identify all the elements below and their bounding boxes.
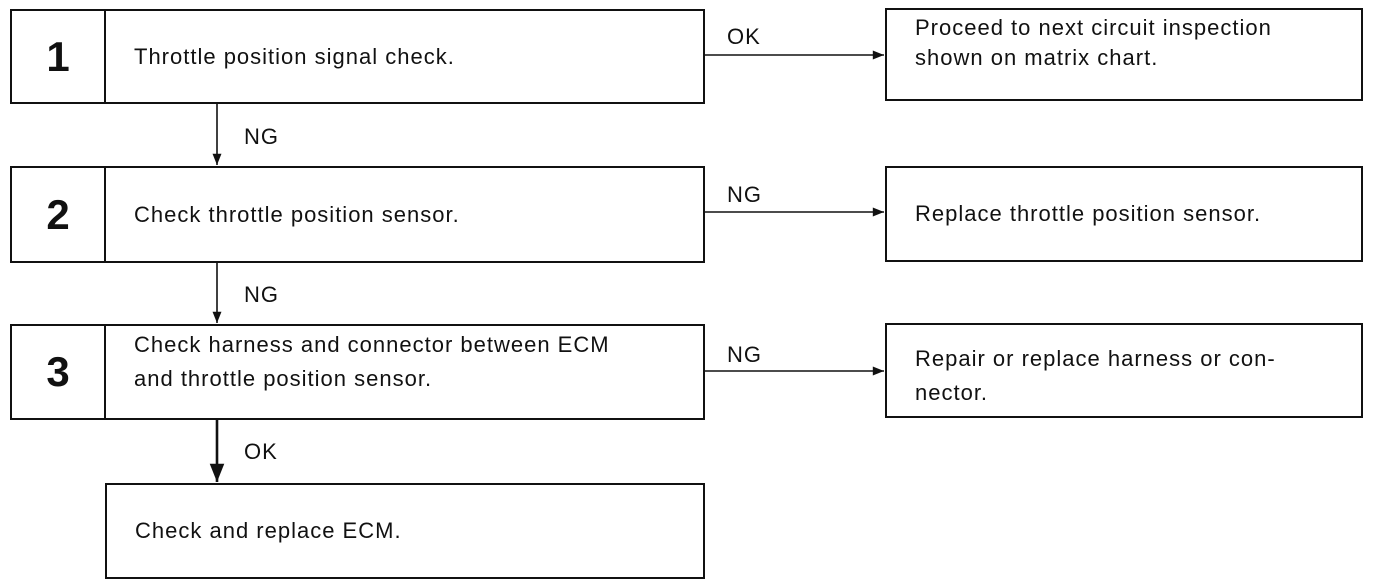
result-1-box: Proceed to next circuit inspection shown…: [885, 8, 1363, 101]
step-1-number: 1: [12, 11, 106, 102]
result-3-text: Repair or replace harness or con- nector…: [915, 346, 1276, 405]
label-step2-ng-down: NG: [244, 282, 279, 307]
label-step3-ok: OK: [244, 439, 278, 464]
step-3-text: Check harness and connector between ECM …: [134, 332, 610, 391]
result-2-text: Replace throttle position sensor.: [915, 201, 1262, 226]
step-2-text: Check throttle position sensor.: [134, 201, 460, 227]
final-step-text: Check and replace ECM.: [135, 518, 402, 543]
result-2-box: Replace throttle position sensor.: [885, 166, 1363, 262]
result-1-text: Proceed to next circuit inspection shown…: [915, 15, 1272, 70]
result-3-box: Repair or replace harness or con- nector…: [885, 323, 1363, 418]
label-step2-ng-right: NG: [727, 182, 762, 207]
step-1-text: Throttle position signal check.: [134, 43, 455, 69]
step-1-box: 1 Throttle position signal check.: [10, 9, 705, 104]
label-step3-ng: NG: [727, 342, 762, 367]
step-3-number: 3: [12, 326, 106, 418]
label-step1-ng: NG: [244, 124, 279, 149]
step-2-box: 2 Check throttle position sensor.: [10, 166, 705, 263]
step-3-box: 3 Check harness and connector between EC…: [10, 324, 705, 420]
final-step-box: Check and replace ECM.: [105, 483, 705, 579]
label-step1-ok: OK: [727, 24, 761, 49]
step-2-number: 2: [12, 168, 106, 261]
